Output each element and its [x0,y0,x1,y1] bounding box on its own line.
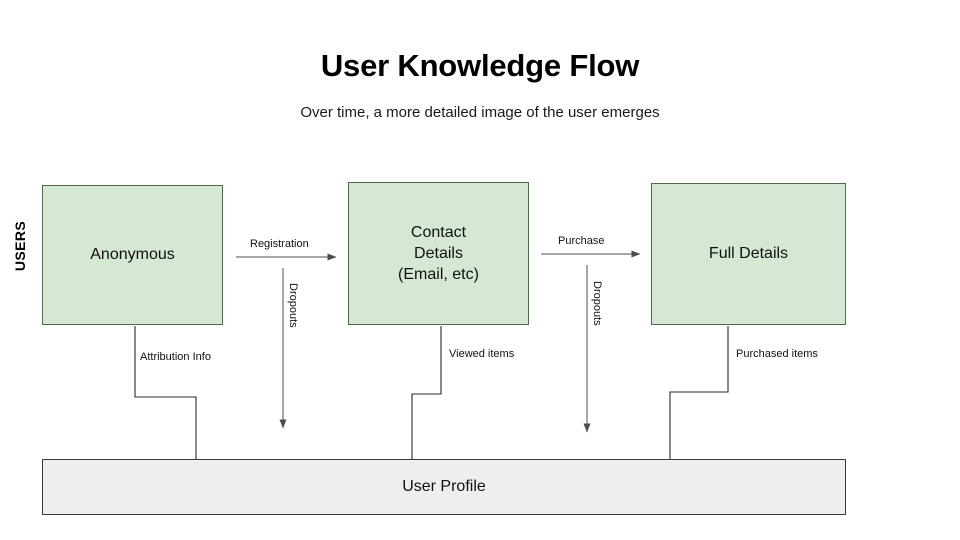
edge-label-dropouts-second: Dropouts [591,281,603,326]
connector-attribution-info [134,326,197,459]
edge-label-attribution-info: Attribution Info [140,351,211,363]
user-profile-box[interactable]: User Profile [42,459,846,515]
stage-label-line: Full Details [708,245,789,263]
stage-label-line: (Email, etc) [398,266,479,284]
edge-label-purchased-items: Purchased items [736,348,818,360]
stage-box-anonymous[interactable]: Anonymous [42,185,223,325]
connector-viewed-items [411,326,442,459]
stage-box-contact-details[interactable]: Contact Details (Email, etc) [348,182,529,325]
user-profile-label: User Profile [402,478,486,495]
swimlane-label-users: USERS [12,220,28,272]
stage-label-line: Anonymous [90,246,175,264]
edge-label-viewed-items: Viewed items [449,348,515,360]
page-title: User Knowledge Flow [320,48,640,83]
edge-label-dropouts-first: Dropouts [287,283,299,328]
edge-label-purchase: Purchase [558,235,605,247]
stage-box-full-details[interactable]: Full Details [651,183,846,325]
edge-label-registration: Registration [250,238,309,250]
page-subtitle: Over time, a more detailed image of the … [300,104,660,121]
stage-label-line: Contact [410,223,467,241]
connector-purchased-items [669,326,729,459]
stage-label-line: Details [414,244,463,262]
